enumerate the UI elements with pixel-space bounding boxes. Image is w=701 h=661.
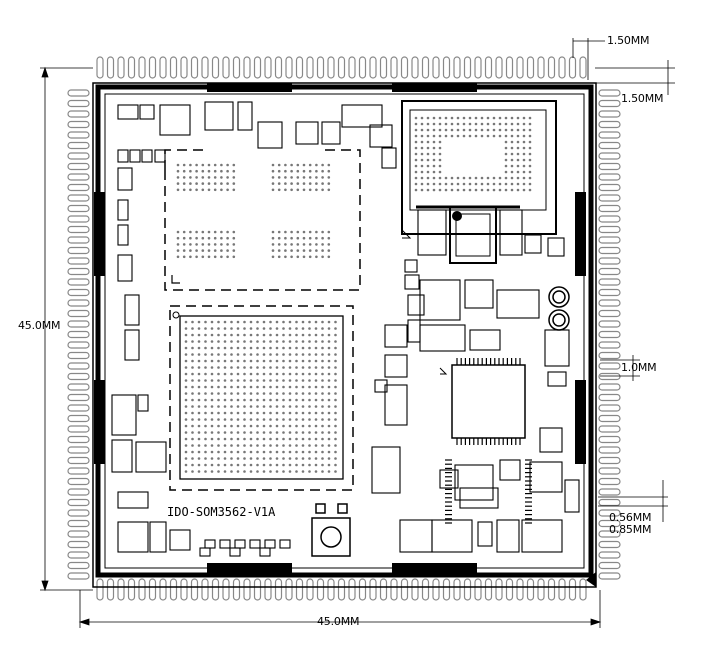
board-inner-frame (104, 93, 585, 569)
edge-connector-bars (94, 83, 596, 587)
qfp-chip (439, 358, 532, 524)
passive-components (111, 101, 580, 557)
castellated-pads (67, 56, 621, 601)
memory-chip-outline (164, 149, 361, 291)
emmc-shield-outline (401, 100, 557, 264)
board-width-label: 45.0MM (317, 615, 360, 628)
emmc-ball-grid (414, 116, 532, 192)
board-silkscreen-label: IDO-SOM3562-V1A (167, 505, 276, 519)
electrolytic-capacitors (548, 286, 570, 331)
pad-length-label: 1.50MM (621, 92, 664, 105)
board-edge-frame (95, 84, 594, 578)
board-height-label: 45.0MM (18, 319, 61, 332)
pad-offset-label: 0.85MM (609, 523, 652, 536)
pad-width-label: 0.56MM (609, 511, 652, 524)
button-footprint (311, 503, 351, 557)
board-outline (92, 82, 597, 588)
soc-ball-grid (184, 320, 337, 473)
memory-ball-grid (176, 163, 331, 259)
soc-chip-outline (169, 305, 354, 491)
pad-pitch-label: 1.50MM (607, 34, 650, 47)
pad-spacing-label: 1.0MM (621, 361, 657, 374)
dimension-lines (40, 38, 675, 628)
